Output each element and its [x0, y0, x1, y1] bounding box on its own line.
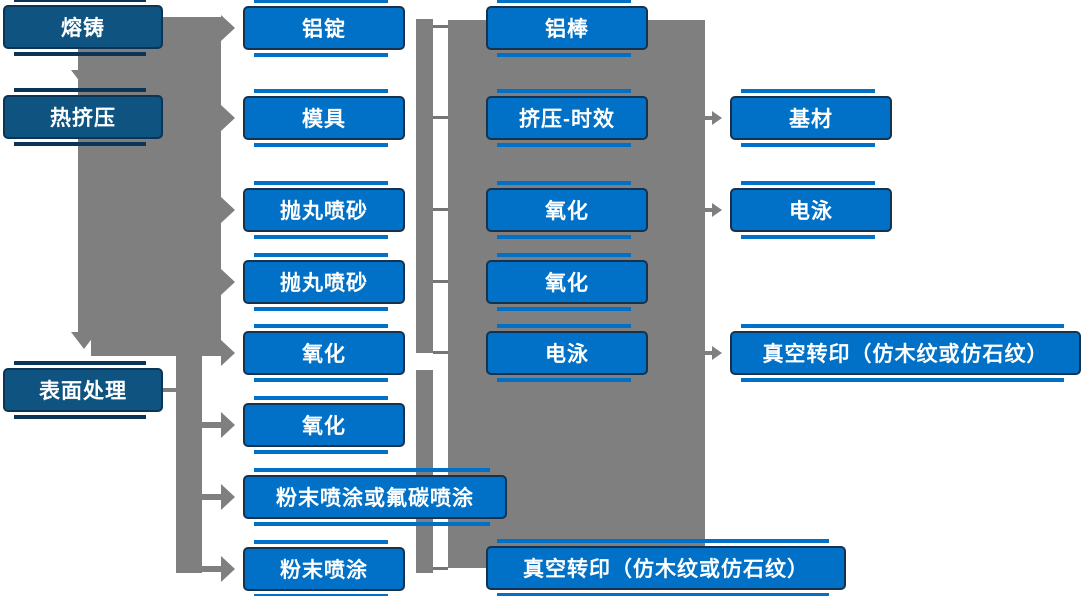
- link-blasting1-oxidation: [433, 208, 448, 211]
- connector-tail-oxidation-2: [200, 422, 222, 428]
- link-powder-vacuum-print: [433, 567, 448, 570]
- link-blasting2-oxidation: [433, 280, 448, 283]
- connector-surface-treatment-stub: [163, 388, 178, 392]
- node-aluminum-ingot: 铝锭: [243, 0, 405, 57]
- link-mold-extrusion-aging: [433, 116, 448, 119]
- arrow-down-to-hot-extrusion-icon: [71, 70, 97, 87]
- node-oxidation-1: 氧化: [243, 324, 405, 382]
- arrow-to-electrophoresis-2-icon: [712, 203, 722, 217]
- node-oxidation-3: 氧化: [486, 181, 648, 239]
- arrow-to-mold-icon: [221, 105, 235, 131]
- connector-tail-base-material: [705, 116, 713, 120]
- node-powder-or-fluorocarbon-coating: 粉末喷涂或氟碳喷涂: [243, 468, 507, 526]
- link-ingot-rod: [433, 25, 448, 28]
- node-electrophoresis-2: 电泳: [730, 181, 892, 239]
- node-oxidation-2: 氧化: [243, 396, 405, 454]
- arrow-to-powder-fluorocarbon-icon: [221, 484, 235, 510]
- node-vacuum-transfer-printing-1: 真空转印（仿木纹或仿石纹）: [486, 539, 846, 596]
- arrow-to-aluminum-ingot-icon: [221, 15, 235, 41]
- link-oxidation-electrophoresis: [433, 351, 448, 354]
- arrow-to-powder-coating-icon: [221, 556, 235, 582]
- arrow-to-vacuum-print-2-icon: [712, 346, 722, 360]
- connector-tail-vacuum-print-2: [705, 351, 713, 355]
- arrow-down-to-surface-treatment-icon: [71, 332, 97, 349]
- connector-tail-electrophoresis-2: [705, 208, 713, 212]
- connector-trunk-casting-extrusion: [91, 17, 221, 356]
- connector-bracket-strip-upper: [416, 19, 433, 353]
- node-powder-coating: 粉末喷涂: [243, 540, 405, 596]
- node-extrusion-aging: 挤压-时效: [486, 89, 648, 147]
- node-aluminum-rod: 铝棒: [486, 0, 648, 57]
- connector-trunk-surface-treatment: [176, 352, 202, 573]
- arrow-to-shot-blasting-1-icon: [221, 197, 235, 223]
- node-melting-casting: 熔铸: [3, 0, 163, 56]
- connector-tail-powder-coating: [200, 566, 222, 572]
- connector-tail-powder-fluorocarbon: [200, 494, 222, 500]
- arrow-to-base-material-icon: [712, 111, 722, 125]
- node-shot-blasting-2: 抛丸喷砂: [243, 253, 405, 311]
- node-oxidation-4: 氧化: [486, 253, 648, 311]
- node-surface-treatment: 表面处理: [3, 361, 163, 419]
- node-base-material: 基材: [730, 89, 892, 147]
- node-vacuum-transfer-printing-2: 真空转印（仿木纹或仿石纹）: [730, 324, 1081, 382]
- arrow-to-oxidation-2-icon: [221, 412, 235, 438]
- node-shot-blasting-1: 抛丸喷砂: [243, 181, 405, 239]
- node-electrophoresis-1: 电泳: [486, 324, 648, 382]
- arrow-to-oxidation-1-icon: [221, 340, 235, 366]
- arrow-to-shot-blasting-2-icon: [221, 269, 235, 295]
- node-hot-extrusion: 热挤压: [3, 88, 163, 146]
- node-mold: 模具: [243, 89, 405, 147]
